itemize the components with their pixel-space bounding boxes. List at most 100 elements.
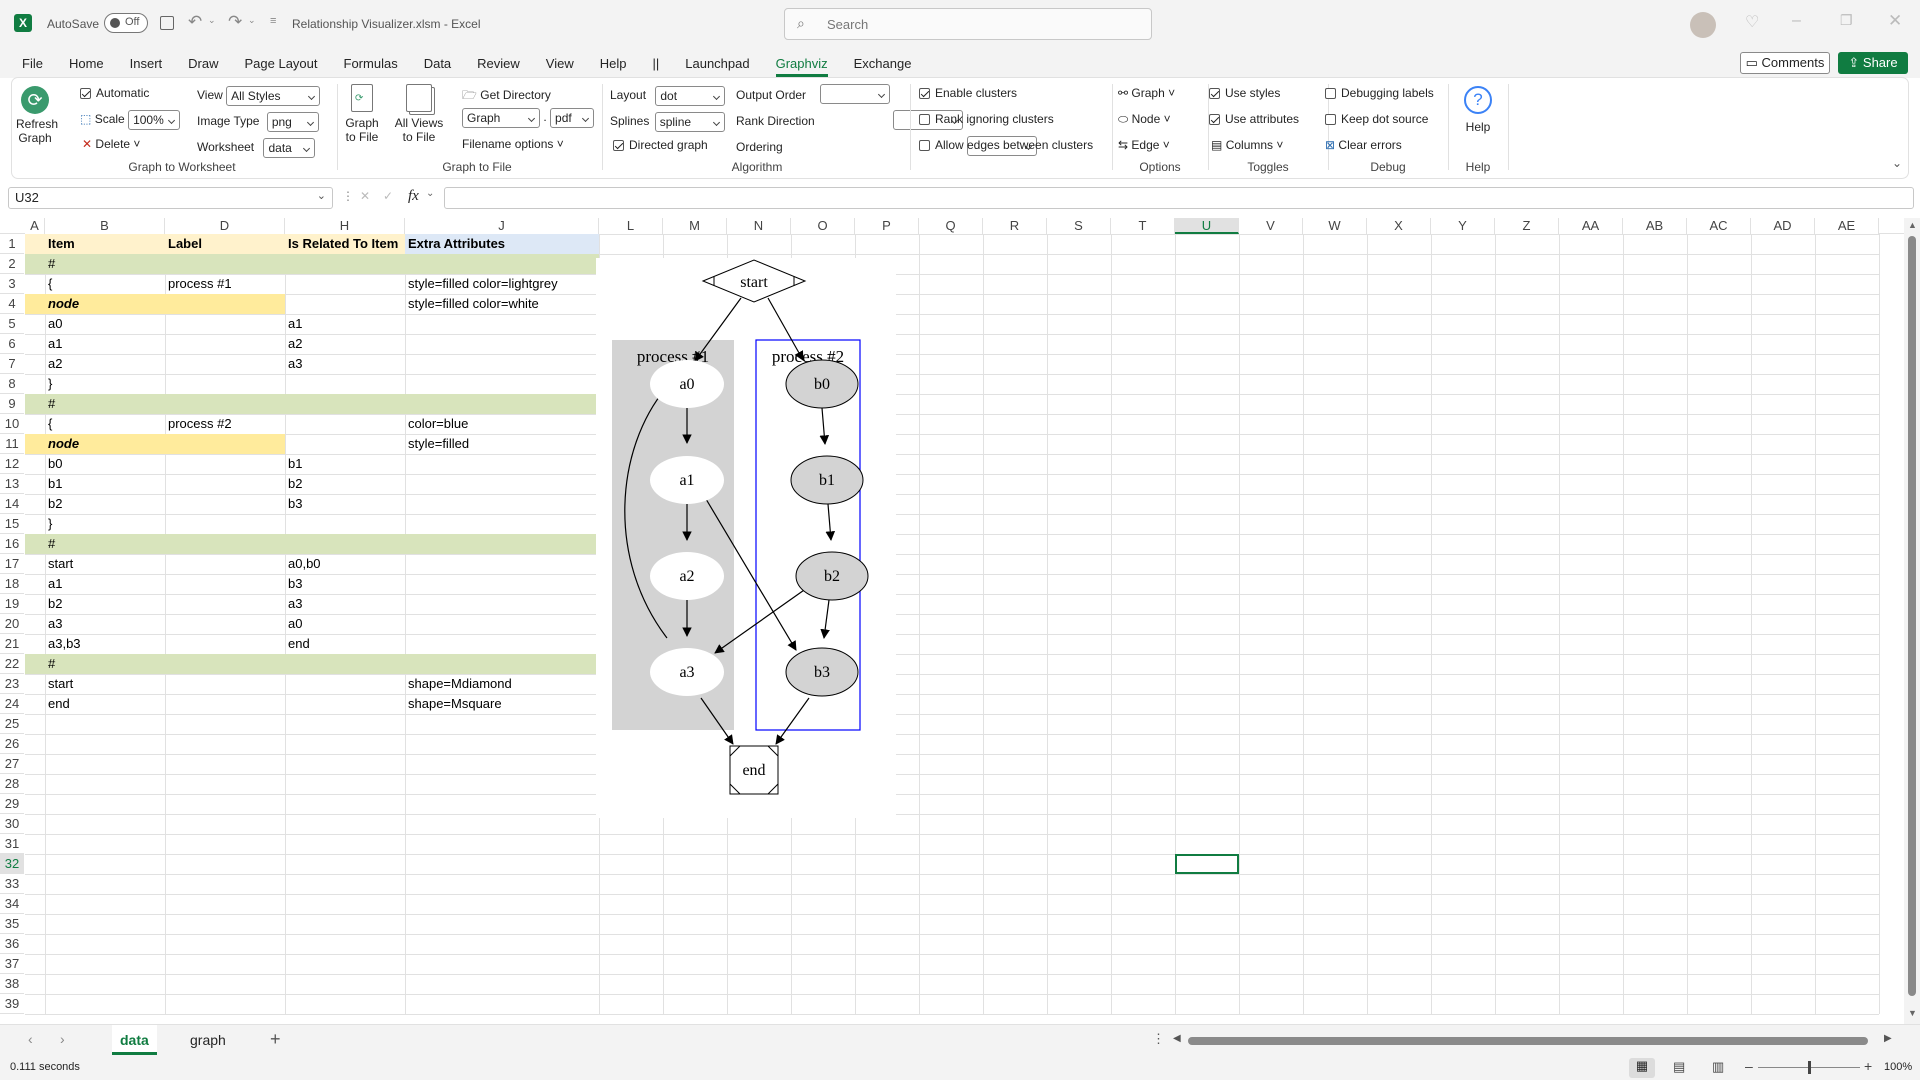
column-header-t[interactable]: T	[1111, 218, 1175, 234]
collapse-ribbon-icon[interactable]: ⌄	[1892, 156, 1903, 170]
table-cell[interactable]	[405, 454, 599, 474]
more-options-icon[interactable]: ⋮	[1152, 1031, 1165, 1046]
row-header-30[interactable]: 30	[0, 814, 24, 834]
row-header-10[interactable]: 10	[0, 414, 24, 434]
undo-icon[interactable]: ↶	[188, 12, 203, 31]
menu-tab-graphviz[interactable]: Graphviz	[775, 56, 828, 77]
table-header-cell[interactable]: Extra Attributes	[405, 234, 599, 254]
column-header-y[interactable]: Y	[1431, 218, 1495, 234]
table-cell[interactable]: shape=Mdiamond	[408, 676, 512, 691]
table-cell[interactable]: b3	[288, 576, 303, 591]
row-header-5[interactable]: 5	[0, 314, 24, 334]
table-cell[interactable]	[405, 254, 599, 274]
table-cell[interactable]	[285, 694, 405, 714]
row-header-25[interactable]: 25	[0, 714, 24, 734]
enter-icon[interactable]: ✓	[383, 189, 394, 203]
get-directory-button[interactable]: 🗁 Get Directory	[462, 86, 551, 107]
table-cell[interactable]	[165, 534, 285, 554]
column-header-a[interactable]: A	[25, 218, 45, 234]
row-header-1[interactable]: 1	[0, 234, 24, 254]
undo-dropdown-icon[interactable]: ⌄	[208, 15, 216, 25]
table-cell[interactable]	[285, 414, 405, 434]
table-cell[interactable]	[405, 654, 599, 674]
menu-tab-exchange[interactable]: Exchange	[853, 55, 912, 71]
splines-dropdown[interactable]: spline	[654, 112, 725, 132]
table-header-cell[interactable]: Label	[165, 234, 285, 254]
zoom-out-icon[interactable]: –	[1745, 1058, 1753, 1074]
scroll-down-icon[interactable]: ▼	[1908, 1008, 1917, 1018]
column-header-aa[interactable]: AA	[1559, 218, 1623, 234]
table-cell[interactable]	[405, 514, 599, 534]
file-extension-dropdown[interactable]: pdf	[550, 108, 595, 128]
table-cell[interactable]	[165, 354, 285, 374]
table-cell[interactable]	[405, 634, 599, 654]
column-header-r[interactable]: R	[983, 218, 1047, 234]
row-header-14[interactable]: 14	[0, 494, 24, 514]
table-cell[interactable]: b2	[48, 596, 63, 611]
ordering-dropdown[interactable]	[966, 136, 1037, 156]
table-cell[interactable]: process #1	[168, 276, 232, 291]
table-cell[interactable]	[165, 674, 285, 694]
table-cell[interactable]	[285, 654, 405, 674]
normal-view-icon[interactable]: ▦	[1629, 1058, 1655, 1078]
prev-sheet-icon[interactable]: ‹	[28, 1031, 33, 1047]
table-cell[interactable]: a3	[48, 616, 63, 631]
table-cell[interactable]: a3	[288, 356, 303, 371]
table-cell[interactable]	[165, 434, 285, 454]
column-header-s[interactable]: S	[1047, 218, 1111, 234]
row-header-35[interactable]: 35	[0, 914, 24, 934]
table-cell[interactable]: #	[48, 656, 56, 671]
zoom-slider-thumb[interactable]	[1808, 1061, 1811, 1074]
column-header-x[interactable]: X	[1367, 218, 1431, 234]
worksheet-dropdown[interactable]: data	[263, 138, 316, 158]
formula-input[interactable]	[444, 187, 1914, 209]
column-header-ac[interactable]: AC	[1687, 218, 1751, 234]
edge-options-menu[interactable]: ⇆ Edge ˅	[1118, 138, 1170, 152]
output-order-dropdown[interactable]	[820, 84, 890, 104]
table-cell[interactable]: a0	[48, 316, 63, 331]
table-cell[interactable]: #	[48, 256, 56, 271]
table-cell[interactable]	[285, 534, 405, 554]
table-cell[interactable]: node	[45, 434, 165, 454]
table-cell[interactable]: b2	[288, 476, 303, 491]
redo-icon[interactable]: ↷	[228, 12, 243, 31]
table-cell[interactable]	[165, 614, 285, 634]
menu-tab-launchpad[interactable]: Launchpad	[685, 55, 750, 71]
insert-function-icon[interactable]: fx	[408, 188, 419, 204]
menu-tab-insert[interactable]: Insert	[129, 55, 163, 71]
menu-tab-draw[interactable]: Draw	[188, 55, 219, 71]
table-cell[interactable]: a1	[48, 336, 63, 351]
fx-dropdown-icon[interactable]: ⌄	[426, 188, 435, 199]
save-icon[interactable]	[160, 16, 174, 30]
table-cell[interactable]	[405, 614, 599, 634]
refresh-graph-button[interactable]: ⟳ Refresh Graph	[16, 84, 58, 148]
use-attributes-checkbox[interactable]: Use attributes	[1209, 112, 1299, 126]
table-cell[interactable]	[165, 314, 285, 334]
row-header-34[interactable]: 34	[0, 894, 24, 914]
column-header-ab[interactable]: AB	[1623, 218, 1687, 234]
columns-menu[interactable]: ▤ Columns ˅	[1211, 138, 1284, 152]
table-cell[interactable]: a3	[288, 596, 303, 611]
column-header-b[interactable]: B	[45, 218, 165, 234]
scroll-up-icon[interactable]: ▲	[1908, 220, 1917, 230]
page-break-view-icon[interactable]: ▥	[1712, 1059, 1725, 1074]
minimize-icon[interactable]: –	[1792, 12, 1801, 29]
row-header-4[interactable]: 4	[0, 294, 24, 314]
menu-tab-formulas[interactable]: Formulas	[343, 55, 398, 71]
zoom-slider[interactable]	[1758, 1061, 1860, 1074]
table-cell[interactable]	[405, 334, 599, 354]
table-cell[interactable]: #	[48, 536, 56, 551]
row-header-2[interactable]: 2	[0, 254, 24, 274]
table-cell[interactable]: color=blue	[408, 416, 469, 431]
row-header-3[interactable]: 3	[0, 274, 24, 294]
table-cell[interactable]: a0,b0	[288, 556, 321, 571]
scroll-left-icon[interactable]: ◀	[1173, 1033, 1181, 1044]
clear-errors-button[interactable]: ⊠ Clear errors	[1325, 138, 1402, 152]
column-header-m[interactable]: M	[663, 218, 727, 234]
menu-tab-data[interactable]: Data	[423, 55, 452, 71]
row-header-21[interactable]: 21	[0, 634, 24, 654]
row-header-7[interactable]: 7	[0, 354, 24, 374]
row-header-13[interactable]: 13	[0, 474, 24, 494]
comment-row[interactable]	[25, 254, 599, 274]
